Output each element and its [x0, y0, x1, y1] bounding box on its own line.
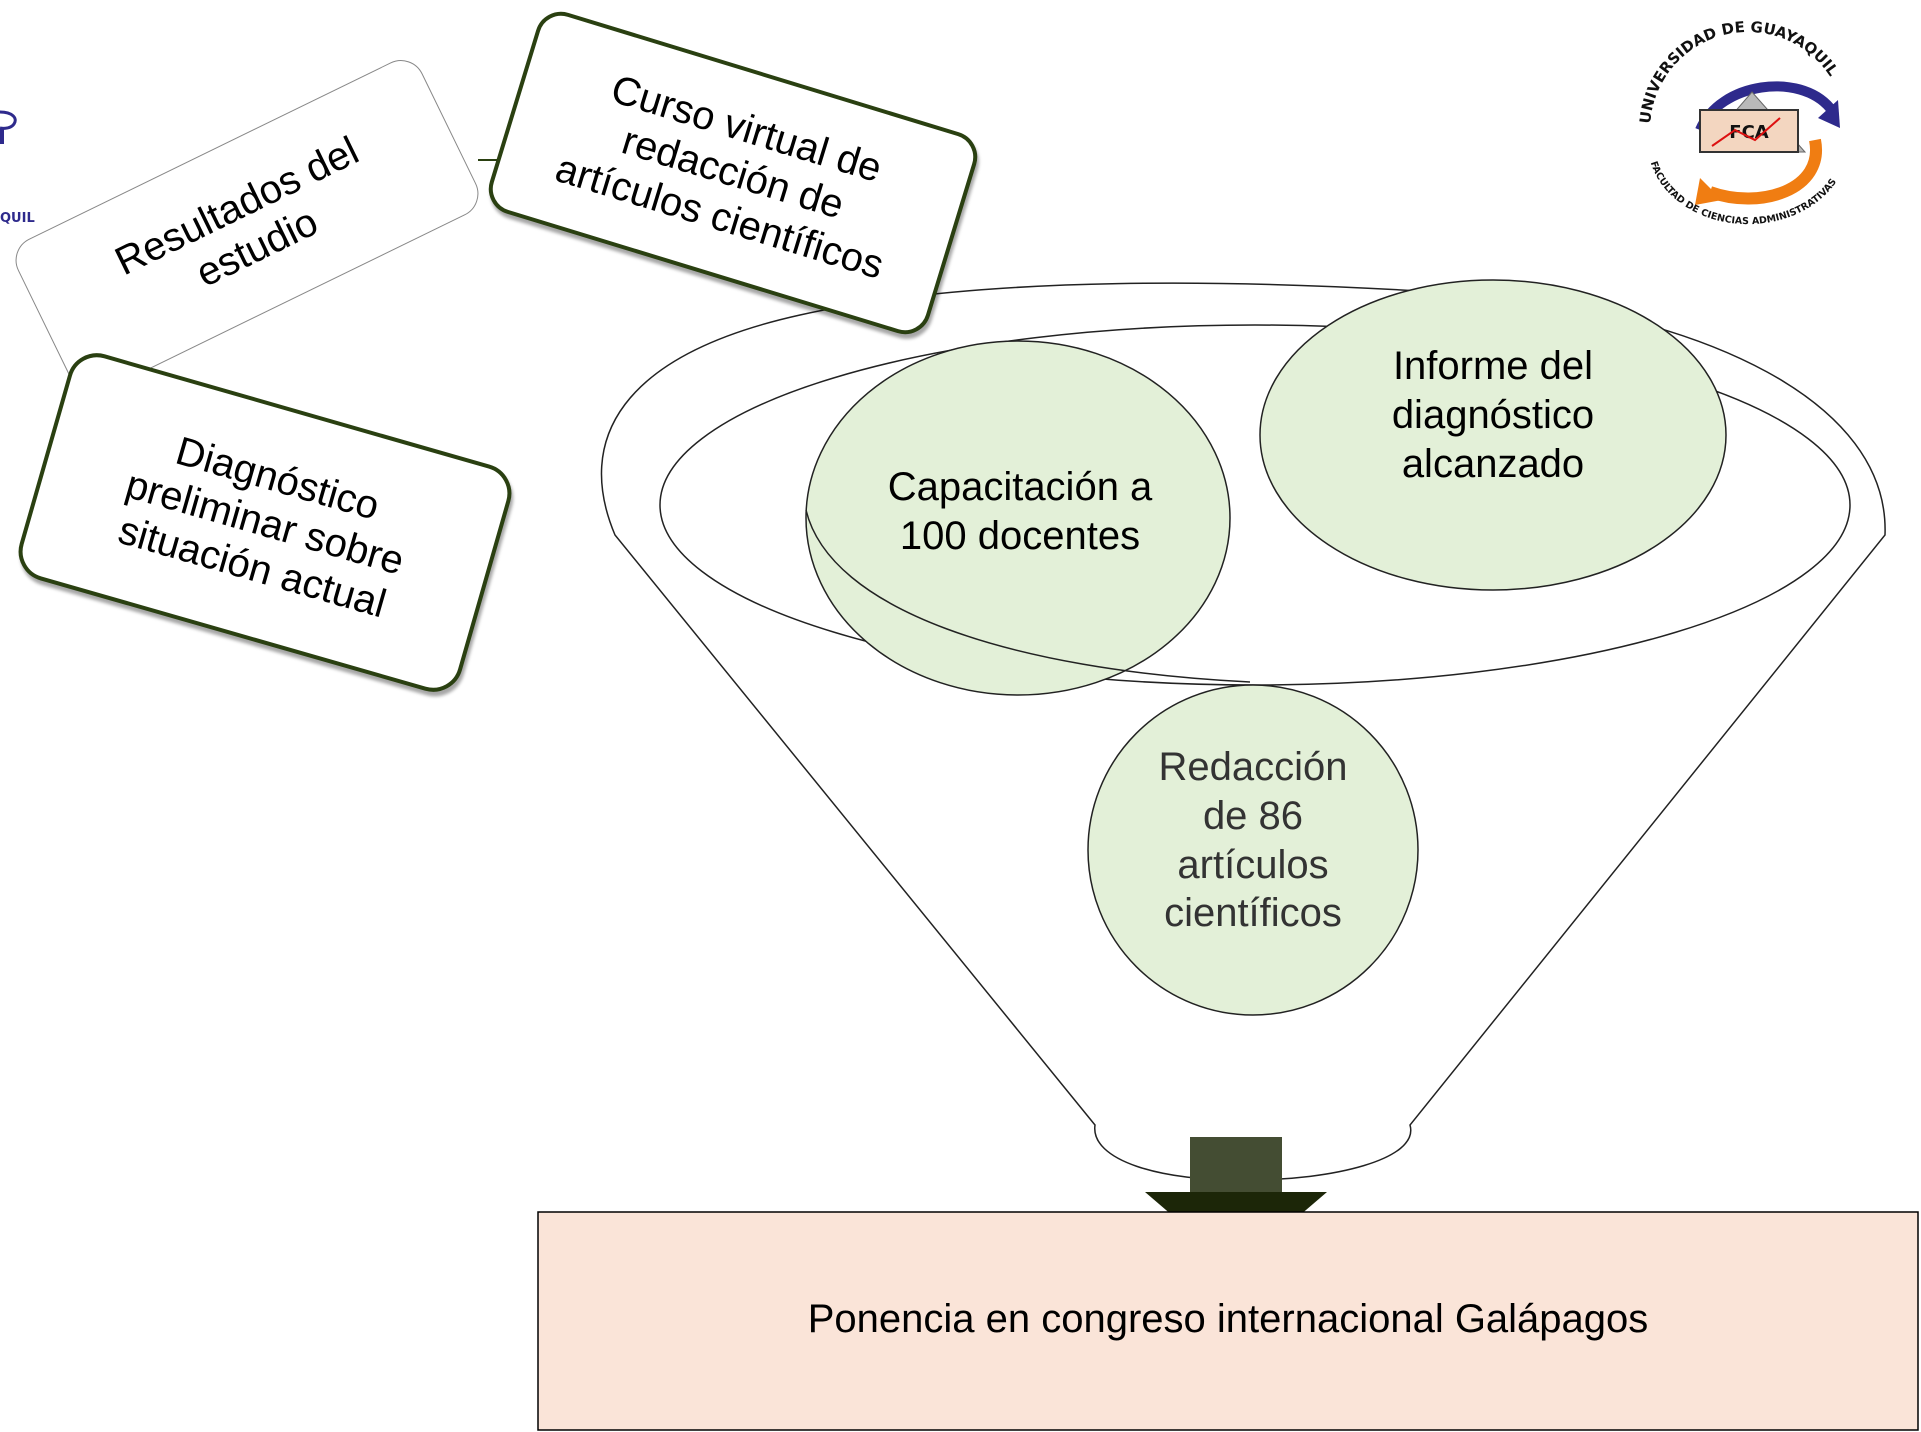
- logo-blue-arrowhead: [1818, 100, 1840, 128]
- circle-capacitacion: [805, 340, 1231, 696]
- left-logo-text: QUIL: [0, 211, 35, 226]
- circle-redaccion-label: Redacción de 86 artículos científicos: [1158, 745, 1348, 936]
- logo-red-line: [1711, 117, 1781, 147]
- result-box: [537, 1211, 1919, 1431]
- university-logo: UNIVERSIDAD DE GUAYAQUIL FCA FACULTAD DE…: [1636, 18, 1842, 227]
- box-diagnostico-label: Diagnóstico preliminar sobre situación a…: [113, 428, 409, 626]
- left-logo-fragment-bar: [0, 128, 4, 144]
- funnel-rim-overlap: [805, 509, 1251, 683]
- circle-redaccion: [1087, 684, 1419, 1016]
- logo-orange-arrowhead: [1695, 178, 1722, 205]
- logo-orange-arrow: [1707, 138, 1822, 205]
- result-box-label: Ponencia en congreso internacional Galáp…: [807, 1297, 1649, 1341]
- arrow-shaft: [1190, 1137, 1282, 1192]
- circle-capacitacion-label: Capacitación a 100 docentes: [887, 465, 1153, 558]
- circle-informe: [1259, 279, 1727, 591]
- left-logo-fragment: [0, 110, 17, 130]
- logo-fca-frame: [1699, 109, 1799, 153]
- circle-informe-label: Informe del diagnóstico alcanzado: [1391, 344, 1595, 486]
